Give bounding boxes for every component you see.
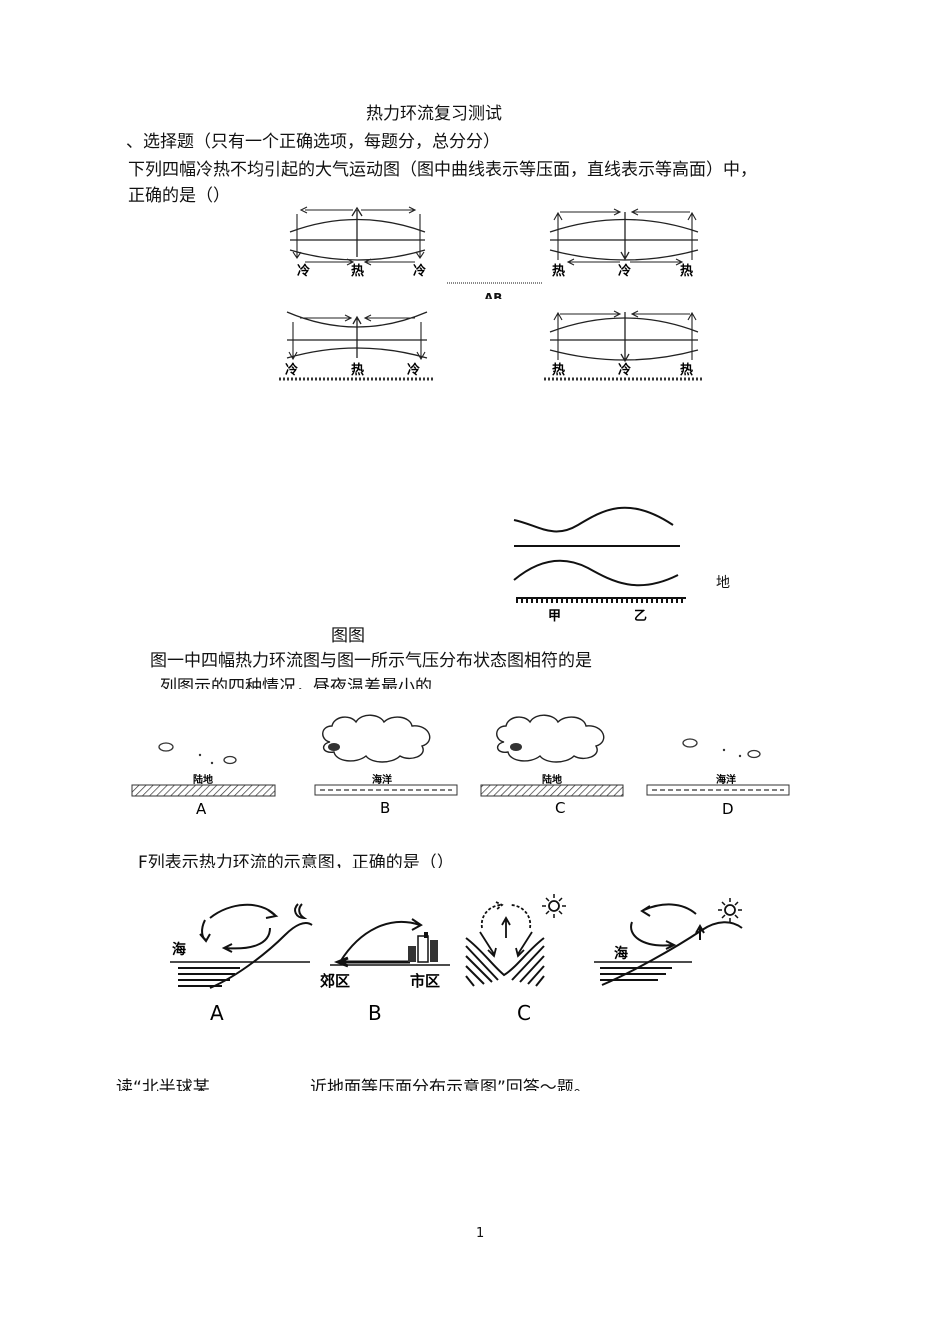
diagram-3-label-left: 冷 — [285, 362, 298, 378]
sketch-c-letter: C — [517, 1001, 531, 1025]
circulation-sketch-b: 郊区 市区 B — [320, 918, 450, 1025]
sketch-b-letter: B — [368, 1001, 382, 1025]
ground-label-jia: 甲 — [548, 609, 561, 624]
panel-a-surface: 陆地 — [193, 773, 213, 786]
figure-caption: 图图 — [331, 626, 365, 646]
question-5-text-part-1: 读“北半球某 — [116, 1078, 210, 1091]
sketch-a-sea-label: 海 — [172, 941, 186, 958]
circulation-diagram-3: 冷 热 冷 — [279, 311, 435, 381]
page-number: 1 — [476, 1226, 485, 1241]
panel-c-letter: C — [555, 799, 565, 817]
diagram-2-label-mid: 冷 — [618, 263, 631, 279]
weather-panel-b: 海洋 B — [314, 714, 458, 817]
diagram-2-label-left: 热 — [552, 263, 565, 279]
circulation-diagram-1: 冷 热 冷 — [289, 206, 426, 279]
diagram-4-label-mid: 冷 — [618, 362, 631, 378]
question-1-line-1: 下列四幅冷热不均引起的大气运动图（图中曲线表示等压面，直线表示等高面）中， — [128, 160, 757, 180]
side-label-di: 地 — [716, 575, 730, 591]
question-4-text: F列表示热力环流的示意图，正确的是（） — [138, 853, 454, 868]
sketch-b-suburb-label: 郊区 — [320, 972, 350, 990]
diagram-1-label-left: 冷 — [297, 263, 310, 279]
panel-d-surface: 海洋 — [716, 773, 736, 786]
question-2-text: 图一中四幅热力环流图与图一所示气压分布状态图相符的是 — [150, 651, 592, 671]
diagram-label-ab: AB — [484, 291, 503, 299]
panel-b-surface: 海洋 — [372, 773, 392, 786]
diagram-2-label-right: 热 — [680, 263, 693, 279]
weather-panel-d: 海洋 D — [646, 738, 790, 818]
circulation-sketch-d: 海 — [594, 898, 743, 986]
circulation-diagram-2: 热 冷 热 — [549, 208, 699, 279]
isobar-figure: 甲 乙 — [513, 506, 686, 624]
panel-c-surface: 陆地 — [542, 773, 562, 786]
panel-b-letter: B — [380, 799, 390, 817]
diagram-1-label-right: 冷 — [413, 263, 426, 279]
question-1-line-2: 正确的是（） — [128, 186, 230, 206]
question-3-partial-text: 列图示的四种情况，昼夜温差最小的 — [160, 677, 432, 689]
sketch-d-sea-label: 海 — [614, 945, 628, 962]
diagram-1-label-mid: 热 — [351, 263, 364, 279]
circulation-diagram-4: 热 冷 热 — [544, 310, 702, 381]
diagram-4-label-left: 热 — [552, 362, 565, 378]
sketch-b-city-label: 市区 — [410, 972, 440, 990]
circulation-sketch-c: C — [465, 894, 566, 1025]
panel-d-letter: D — [722, 800, 734, 818]
diagram-4-label-right: 热 — [680, 362, 693, 378]
diagram-3-label-mid: 热 — [351, 362, 364, 378]
diagram-3-label-right: 冷 — [407, 362, 420, 378]
middle-ground-hatch — [447, 282, 542, 284]
ground-label-yi: 乙 — [634, 609, 647, 624]
question-5-text-part-2: 近地面等压面分布示意图”回答～题。 — [310, 1078, 591, 1091]
sketch-a-letter: A — [210, 1001, 224, 1025]
page-title: 热力环流复习测试 — [366, 104, 502, 124]
panel-a-letter: A — [196, 800, 207, 818]
weather-panel-c: 陆地 C — [480, 714, 624, 817]
circulation-sketch-a: 海 A — [170, 903, 313, 1025]
section-heading: 、选择题（只有一个正确选项，每题分，总分分） — [126, 132, 500, 152]
weather-panel-a: 陆地 A — [131, 742, 276, 818]
